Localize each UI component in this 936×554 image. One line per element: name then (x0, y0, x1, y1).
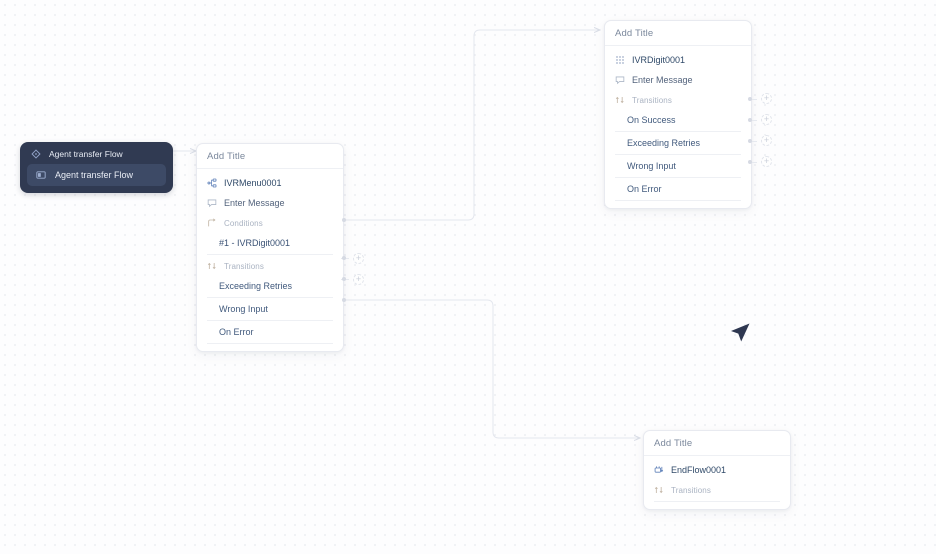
transition-label: Wrong Input (627, 161, 676, 171)
add-connector-ivrdigit-on-error[interactable]: + (761, 156, 772, 167)
message-icon (207, 198, 217, 208)
node-ivrdigit-body: IVRDigit0001 Enter Message Transiti (605, 45, 751, 208)
node-endflow-ref-row[interactable]: EndFlow0001 (644, 460, 790, 480)
transition-label: On Error (627, 184, 662, 194)
add-connector-ivrmenu-exceeding-retries[interactable]: + (353, 253, 364, 264)
stub-ivrdigit-on-error (749, 162, 757, 163)
node-ivrmenu[interactable]: Add Title IVRMenu0001 (196, 143, 344, 352)
port-ivrmenu-on-error[interactable] (342, 298, 346, 302)
node-ivrdigit-ref-label: IVRDigit0001 (632, 55, 686, 65)
node-ivrmenu-transitions-header: Transitions (197, 256, 343, 276)
port-ivrmenu-exceeding-retries[interactable] (342, 256, 346, 260)
start-node-header: Agent transfer Flow (20, 142, 173, 164)
divider (615, 200, 741, 201)
node-endflow-body: EndFlow0001 Transitions (644, 455, 790, 509)
node-ivrdigit[interactable]: Add Title (604, 20, 752, 209)
port-ivrmenu-wrong-input[interactable] (342, 277, 346, 281)
divider (207, 343, 333, 344)
node-ivrmenu-message-label: Enter Message (224, 198, 285, 208)
node-ivrmenu-transitions-label: Transitions (224, 261, 264, 271)
node-ivrmenu-condition-item[interactable]: #1 - IVRDigit0001 (197, 233, 343, 253)
port-ivrdigit-exceeding-retries[interactable] (748, 118, 752, 122)
stub-ivrdigit-on-success (749, 99, 757, 100)
node-ivrdigit-transition-on-success[interactable]: On Success (605, 110, 751, 130)
node-ivrmenu-message-row[interactable]: Enter Message (197, 193, 343, 213)
node-ivrmenu-conditions-header: Conditions (197, 213, 343, 233)
node-ivrmenu-title[interactable]: Add Title (207, 151, 246, 162)
flow-card-icon (36, 170, 46, 180)
add-connector-ivrmenu-wrong-input[interactable]: + (353, 274, 364, 285)
ivr-menu-icon (207, 178, 217, 188)
add-connector-ivrdigit-exceeding-retries[interactable]: + (761, 114, 772, 125)
port-ivrdigit-wrong-input[interactable] (748, 139, 752, 143)
node-ivrmenu-transition-wrong-input[interactable]: Wrong Input (197, 299, 343, 319)
node-ivrdigit-transition-exceeding-retries[interactable]: Exceeding Retries (605, 133, 751, 153)
node-ivrdigit-ref-row[interactable]: IVRDigit0001 (605, 50, 751, 70)
port-ivrdigit-on-success[interactable] (748, 97, 752, 101)
divider (207, 320, 333, 321)
stub-ivrdigit-wrong-input (749, 141, 757, 142)
keypad-icon (615, 55, 625, 65)
message-icon (615, 75, 625, 85)
node-ivrdigit-transitions-label: Transitions (632, 95, 672, 105)
node-endflow-transitions-header: Transitions (644, 480, 790, 500)
start-node-title: Agent transfer Flow (49, 149, 123, 159)
divider (207, 254, 333, 255)
node-ivrmenu-body: IVRMenu0001 Enter Message Condition (197, 168, 343, 351)
transition-label: On Error (219, 327, 254, 337)
node-ivrdigit-transitions-header: Transitions (605, 90, 751, 110)
divider (615, 154, 741, 155)
diamond-node-icon (31, 149, 41, 159)
divider (615, 131, 741, 132)
edge-ivrmenu-to-endflow (344, 299, 640, 438)
divider (207, 297, 333, 298)
port-ivrdigit-on-error[interactable] (748, 160, 752, 164)
transitions-icon (615, 95, 625, 105)
port-ivrmenu-condition[interactable] (342, 218, 346, 222)
edge-ivrmenu-to-ivrdigit (344, 30, 600, 221)
transition-label: On Success (627, 115, 676, 125)
node-endflow-transitions-label: Transitions (671, 485, 711, 495)
mouse-pointer (729, 322, 751, 351)
node-ivrdigit-message-row[interactable]: Enter Message (605, 70, 751, 90)
divider (654, 501, 780, 502)
divider (615, 177, 741, 178)
transition-label: Exceeding Retries (219, 281, 293, 291)
node-ivrdigit-title[interactable]: Add Title (615, 28, 654, 39)
end-flow-icon (654, 465, 664, 475)
transition-label: Wrong Input (219, 304, 268, 314)
start-node-item[interactable]: Agent transfer Flow (27, 164, 166, 186)
node-ivrmenu-transition-exceeding-retries[interactable]: Exceeding Retries (197, 276, 343, 296)
stub-ivrdigit-exceeding-retries (749, 120, 757, 121)
node-ivrmenu-ref-row[interactable]: IVRMenu0001 (197, 173, 343, 193)
add-connector-ivrdigit-on-success[interactable]: + (761, 93, 772, 104)
node-ivrmenu-ref-label: IVRMenu0001 (224, 178, 282, 188)
node-endflow-title[interactable]: Add Title (654, 438, 693, 449)
node-endflow-ref-label: EndFlow0001 (671, 465, 727, 475)
node-ivrmenu-transition-on-error[interactable]: On Error (197, 322, 343, 342)
node-ivrdigit-transition-wrong-input[interactable]: Wrong Input (605, 156, 751, 176)
add-connector-ivrdigit-wrong-input[interactable]: + (761, 135, 772, 146)
branch-icon (207, 218, 217, 228)
node-ivrdigit-message-label: Enter Message (632, 75, 693, 85)
node-ivrmenu-condition-label: #1 - IVRDigit0001 (219, 238, 291, 248)
node-ivrdigit-transition-on-error[interactable]: On Error (605, 179, 751, 199)
start-node-agent-transfer-flow[interactable]: Agent transfer Flow Agent transfer Flow (20, 142, 173, 193)
transitions-icon (654, 485, 664, 495)
node-endflow[interactable]: Add Title EndFlow0001 Tr (643, 430, 791, 510)
transitions-icon (207, 261, 217, 271)
start-node-item-label: Agent transfer Flow (55, 170, 134, 180)
node-ivrmenu-conditions-label: Conditions (224, 218, 263, 228)
transition-label: Exceeding Retries (627, 138, 701, 148)
